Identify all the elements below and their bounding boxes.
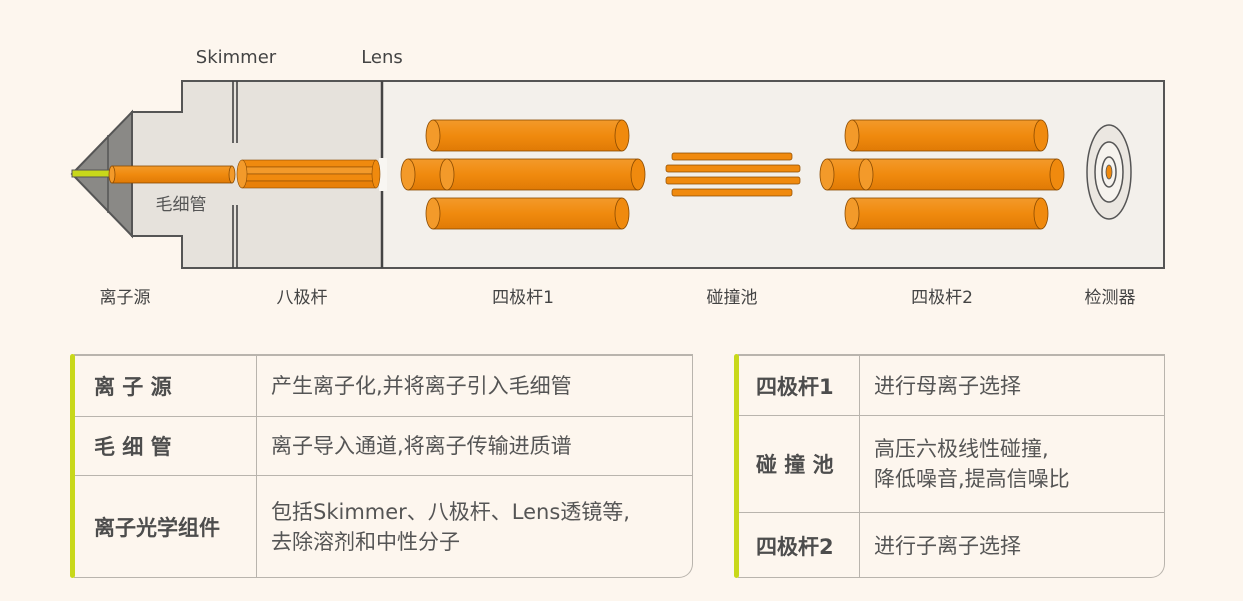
capillary-label: 毛细管 (155, 195, 207, 215)
description: 进行子离子选择 (874, 533, 1021, 558)
description: 包括Skimmer、八极杆、Lens透镜等, 去除溶剂和中性分子 (257, 476, 630, 578)
term: 毛 细 管 (74, 417, 257, 475)
table-row: 四极杆1 进行母离子选择 (738, 355, 1164, 415)
needle (71, 169, 113, 178)
label-ion-source: 离子源 (99, 288, 151, 308)
quadrupole-2 (819, 119, 1065, 230)
description-line: 降低噪音,提高信噪比 (874, 467, 1070, 491)
table-row: 四极杆2 进行子离子选择 (738, 512, 1164, 578)
label-quadrupole-2: 四极杆2 (911, 288, 973, 308)
accent-bar (70, 354, 75, 578)
skimmer-label: Skimmer (195, 47, 277, 68)
term: 碰 撞 池 (738, 416, 860, 512)
description: 进行母离子选择 (874, 373, 1021, 398)
octopole (236, 159, 381, 189)
mass-analyzer-table: 四极杆1 进行母离子选择 碰 撞 池 高压六极线性碰撞, 降低噪音,提高信噪比 … (734, 354, 1165, 578)
description-line: 包括Skimmer、八极杆、Lens透镜等, (271, 500, 630, 524)
term: 四极杆1 (738, 356, 860, 415)
label-collision-cell: 碰撞池 (706, 288, 758, 308)
ion-optics-table: 离 子 源 产生离子化,并将离子引入毛细管 毛 细 管 离子导入通道,将离子传输… (70, 354, 693, 578)
term: 四极杆2 (738, 513, 860, 578)
label-octopole: 八极杆 (276, 288, 328, 308)
table-row: 毛 细 管 离子导入通道,将离子传输进质谱 (74, 416, 692, 475)
table-row: 离 子 源 产生离子化,并将离子引入毛细管 (74, 355, 692, 416)
description: 产生离子化,并将离子引入毛细管 (271, 374, 572, 398)
label-detector: 检测器 (1084, 288, 1136, 308)
lens-plate (379, 81, 387, 268)
description: 高压六极线性碰撞, 降低噪音,提高信噪比 (860, 416, 1070, 512)
description: 离子导入通道,将离子传输进质谱 (271, 434, 572, 458)
description-line: 去除溶剂和中性分子 (271, 530, 460, 554)
table-row: 离子光学组件 包括Skimmer、八极杆、Lens透镜等, 去除溶剂和中性分子 (74, 475, 692, 578)
description-line: 高压六极线性碰撞, (874, 437, 1049, 461)
skimmer-plate (232, 81, 238, 268)
collision-cell (665, 152, 801, 197)
lens-label: Lens (361, 47, 403, 68)
label-quadrupole-1: 四极杆1 (492, 288, 554, 308)
term: 离子光学组件 (74, 476, 257, 578)
accent-bar (734, 354, 739, 578)
detector (1086, 124, 1132, 220)
term: 离 子 源 (74, 356, 257, 416)
capillary (108, 165, 236, 184)
quadrupole-1 (400, 119, 646, 230)
table-row: 碰 撞 池 高压六极线性碰撞, 降低噪音,提高信噪比 (738, 415, 1164, 512)
